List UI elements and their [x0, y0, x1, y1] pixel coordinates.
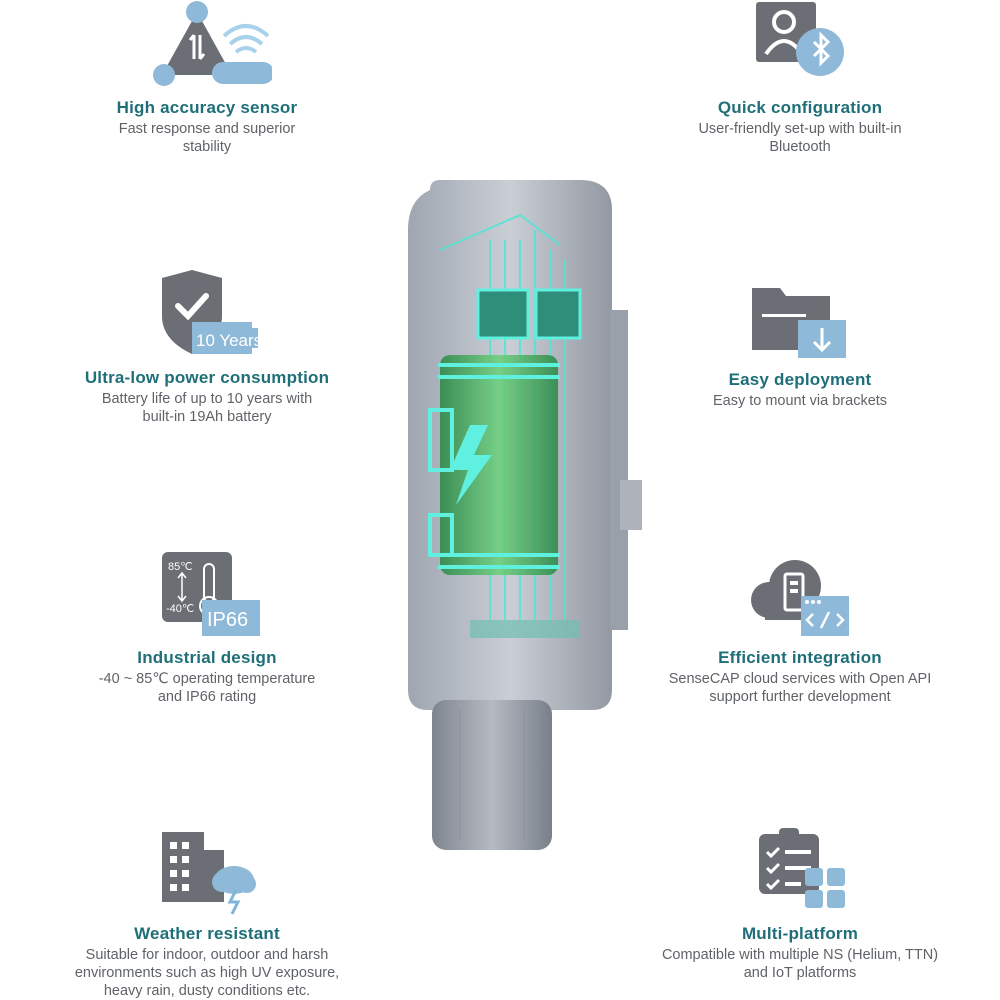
sensor-device-image: [408, 180, 642, 850]
feature-description: Compatible with multiple NS (Helium, TTN…: [661, 947, 939, 981]
feature-title: Weather resistant: [134, 924, 280, 943]
battery-badge-text: 10 Years: [196, 331, 262, 350]
feature-quick-configuration: Quick configuration User-friendly set-up…: [630, 0, 970, 156]
feature-ultra-low-power: 10 Years Ultra-low power consumption Bat…: [37, 268, 377, 426]
feature-title: Industrial design: [137, 648, 277, 667]
feature-title: High accuracy sensor: [116, 98, 298, 117]
bluetooth-user-icon: [756, 2, 844, 76]
feature-description: User-friendly set-up with built-in Bluet…: [698, 121, 902, 155]
feature-efficient-integration: Efficient integration SenseCAP cloud ser…: [630, 556, 970, 706]
feature-description: Easy to mount via brackets: [712, 393, 888, 409]
feature-title: Quick configuration: [717, 98, 883, 117]
feature-description: SenseCAP cloud services with Open API su…: [668, 671, 932, 705]
cloud-code-icon: [751, 560, 849, 636]
folder-download-icon: [752, 288, 846, 358]
feature-title: Efficient integration: [718, 648, 882, 667]
temp-low-label: -40℃: [166, 603, 194, 615]
feature-title: Ultra-low power consumption: [84, 368, 330, 387]
feature-high-accuracy-sensor: High accuracy sensor Fast response and s…: [37, 0, 377, 156]
ip-badge-text: IP66: [207, 609, 248, 631]
sensor-icon: [153, 1, 272, 86]
feature-description: Suitable for indoor, outdoor and harsh e…: [74, 947, 340, 999]
feature-easy-deployment: Easy deployment Easy to mount via bracke…: [630, 282, 970, 410]
clipboard-apps-icon: [759, 828, 845, 908]
temp-high-label: 85℃: [168, 561, 193, 573]
feature-title: Easy deployment: [728, 370, 872, 389]
thermometer-icon: 85℃ -40℃ IP66: [162, 552, 260, 636]
building-storm-icon: [162, 832, 256, 915]
feature-industrial-design: 85℃ -40℃ IP66 Industrial design -40 ~ 85…: [37, 548, 377, 706]
battery-shield-icon: 10 Years: [162, 270, 262, 354]
feature-multi-platform: Multi-platform Compatible with multiple …: [630, 828, 970, 982]
feature-description: Fast response and superior stability: [118, 121, 296, 155]
feature-description: -40 ~ 85℃ operating temperature and IP66…: [98, 671, 316, 705]
feature-title: Multi-platform: [741, 924, 859, 943]
feature-description: Battery life of up to 10 years with buil…: [101, 391, 313, 425]
feature-weather-resistant: Weather resistant Suitable for indoor, o…: [37, 828, 377, 1000]
